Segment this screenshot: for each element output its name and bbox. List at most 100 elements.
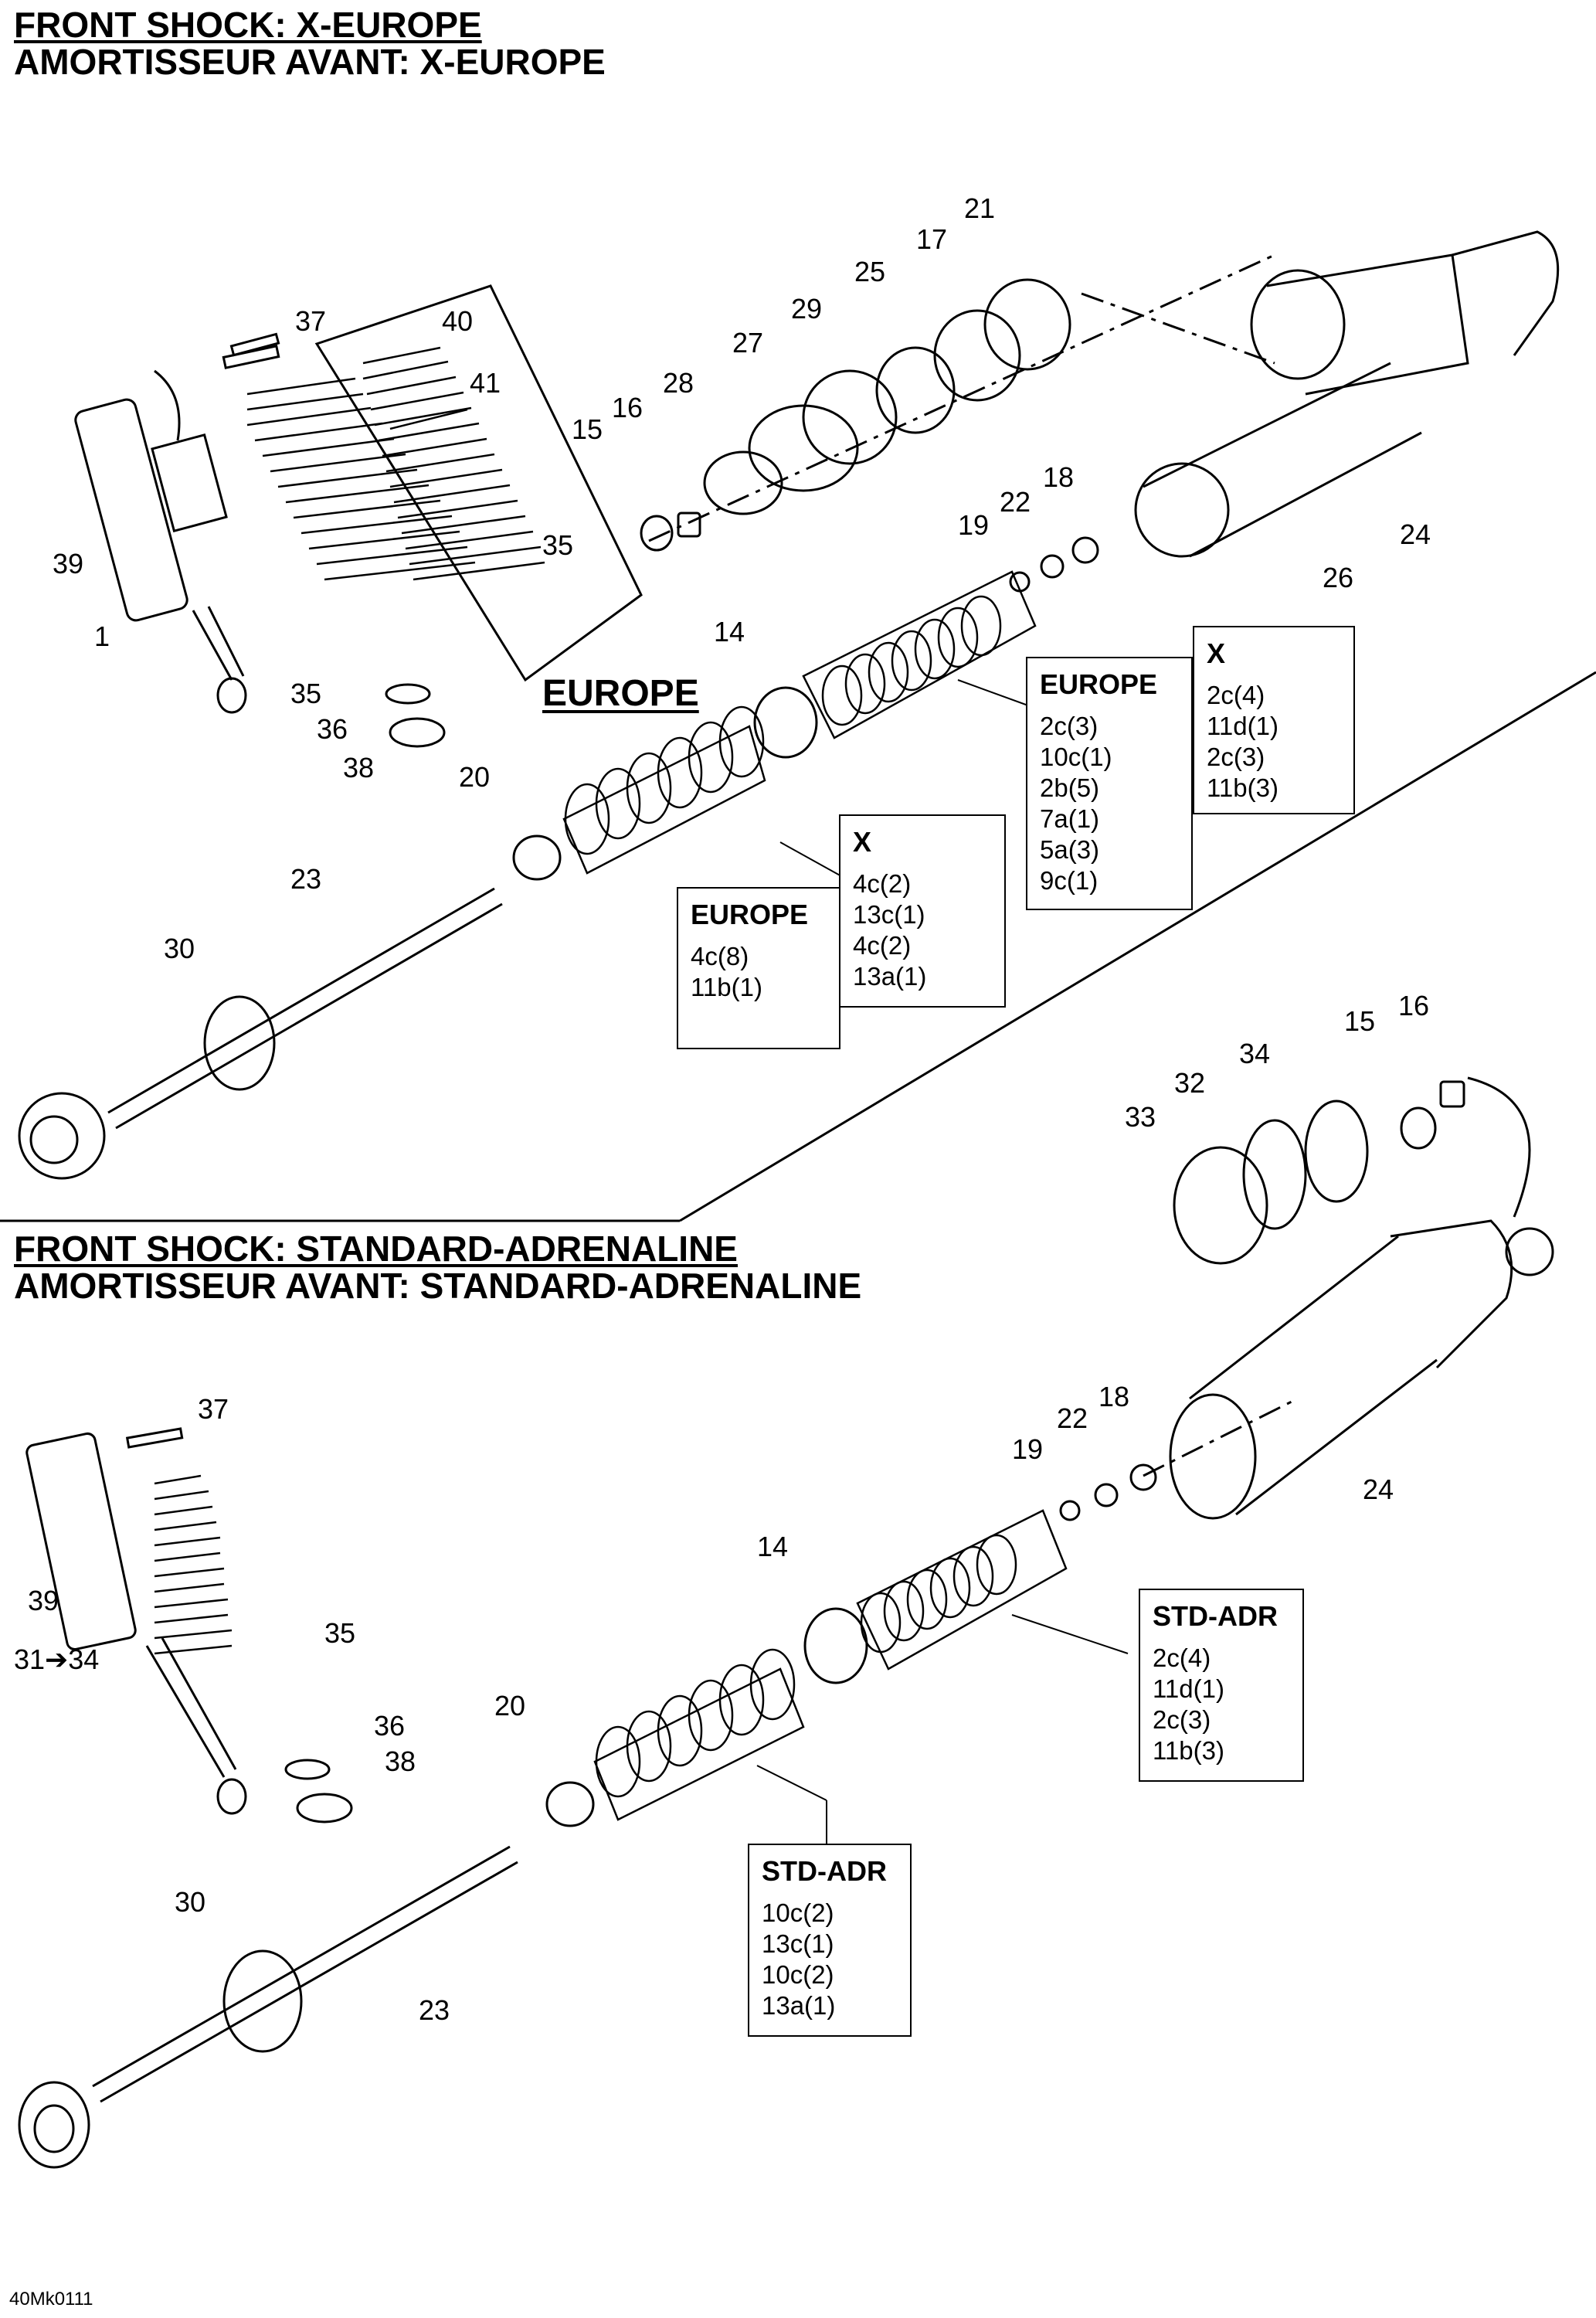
reservoir-body-top [1134,230,1560,558]
reservoir-body-bottom [1169,1219,1554,1520]
kit-box-header: STD-ADR [762,1855,887,1887]
kit-item: 2c(3) [1040,712,1099,740]
part-number: 19 [1012,1433,1044,1465]
part-number: 24 [1363,1473,1394,1505]
kit-item: 2c(3) [1153,1705,1211,1734]
part-number: 35 [324,1617,356,1649]
kit-item: 11b(1) [691,973,762,1001]
kit-box-europe-middle: EUROPE 4c(8) 11b(1) [677,887,840,1049]
kit-item: 13a(1) [853,962,927,991]
kit-box-header: X [853,826,872,858]
part-number: 41 [470,367,501,399]
part-number: 37 [295,305,327,337]
spring-stack-top [246,377,476,581]
piston-top [753,686,818,759]
kit-item: 2c(3) [1207,743,1265,771]
assembled-shock-top [74,332,280,714]
shim-stack-bottom [856,1509,1068,1671]
spring-stack-europe [362,346,545,581]
part-number: 14 [757,1531,789,1562]
part-number: 25 [854,256,886,287]
part-number: 20 [459,761,491,793]
kit-box-header: EUROPE [1040,668,1158,700]
part-number: 38 [343,752,375,783]
kit-box-stdadr-top: STD-ADR 2c(4) 11d(1) 2c(3) 11b(3) [1139,1589,1304,1782]
kit-item: 10c(2) [762,1898,834,1927]
part-number: 37 [198,1393,229,1425]
part-number: 31➔34 [14,1643,100,1675]
kit-item: 13c(1) [853,900,925,929]
part-number: 22 [1057,1402,1088,1434]
kit-box-header: X [1207,637,1226,669]
part-number: 33 [1125,1101,1156,1133]
kit-item: 13a(1) [762,1991,836,2020]
part-number: 23 [419,1994,450,2026]
kit-item: 5a(3) [1040,835,1100,864]
section-title-bottom-fr: AMORTISSEUR AVANT: STANDARD-ADRENALINE [14,1266,862,1306]
kit-item: 4c(2) [853,869,912,898]
part-number: 32 [1174,1067,1206,1099]
section-divider-line [679,671,1596,1222]
part-number: 40 [442,305,474,337]
shim-stack-bottom-2 [593,1648,805,1821]
part-number: 16 [1398,990,1430,1021]
piston-bottom [803,1607,868,1684]
figure-code: 40Mk0111 [9,2289,93,2310]
kit-item: 2c(4) [1207,681,1265,709]
kit-item: 11d(1) [1153,1674,1224,1703]
part-number: 21 [964,192,996,224]
kit-item: 9c(1) [1040,866,1099,895]
shim-stack-top [802,570,1037,739]
part-number: 35 [542,529,574,561]
kit-item: 2b(5) [1040,773,1100,802]
part-number: 17 [916,223,948,255]
kit-box-header: EUROPE [691,899,809,930]
part-number: 19 [958,509,990,541]
kit-box-stdadr-bottom: STD-ADR 10c(2) 13c(1) 10c(2) 13a(1) [748,1844,912,2037]
part-number: 1 [94,620,110,652]
section-title-top-en: FRONT SHOCK: X-EUROPE [14,5,482,45]
arrow-to-reservoir [1467,1076,1531,1218]
part-number: 18 [1099,1381,1130,1412]
part-number: 23 [290,863,322,895]
section-title-top-fr: AMORTISSEUR AVANT: X-EUROPE [14,42,606,82]
shaft-top [18,887,503,1180]
part-number: 15 [1344,1005,1376,1037]
shim-stack-top-2 [562,705,766,875]
part-number: 35 [290,678,322,709]
part-number: 14 [714,616,745,647]
part-number: 28 [663,367,694,399]
kit-item: 4c(2) [853,931,912,960]
part-number: 38 [385,1745,416,1777]
kit-item: 7a(1) [1040,804,1100,833]
kit-item: 11b(3) [1207,773,1278,802]
kit-item: 10c(2) [762,1960,834,1989]
kit-box-x-top: X 2c(4) 11d(1) 2c(3) 11b(3) [1193,626,1355,814]
part-number: 39 [28,1585,59,1616]
part-number: 29 [791,293,823,325]
kit-box-header: STD-ADR [1153,1600,1278,1632]
part-number: 39 [53,548,84,580]
part-number: 18 [1043,461,1075,493]
part-number: 20 [494,1690,526,1722]
kit-item: 10c(1) [1040,743,1112,771]
part-number: 22 [1000,486,1031,518]
part-number: 36 [317,713,348,745]
kit-box-europe-top: EUROPE 2c(3) 10c(1) 2b(5) 7a(1) 5a(3) 9c… [1026,657,1193,910]
part-number: 34 [1239,1038,1271,1069]
assembled-shock-bottom [25,1432,247,1815]
part-number: 27 [732,327,764,359]
part-number: 36 [374,1710,406,1742]
shaft-bottom [18,1845,518,2169]
kit-item: 11b(3) [1153,1736,1224,1765]
part-number: 24 [1400,518,1431,550]
part-number: 15 [572,413,603,445]
kit-item: 4c(8) [691,942,749,970]
section-title-bottom-en: FRONT SHOCK: STANDARD-ADRENALINE [14,1229,738,1269]
part-number: 26 [1323,562,1354,593]
kit-item: 2c(4) [1153,1643,1211,1672]
spring-bottom-small [154,1474,233,1655]
europe-kit-outline [314,284,643,682]
part-number: 30 [164,933,195,964]
part-number: 16 [612,392,643,423]
